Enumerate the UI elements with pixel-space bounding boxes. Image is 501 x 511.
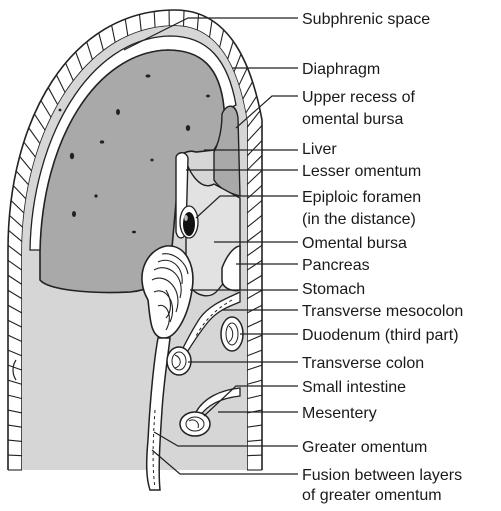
label-transverse-colon: Transverse colon xyxy=(302,355,424,372)
labels: Subphrenic space Diaphragm Upper recess … xyxy=(302,11,463,504)
label-pancreas: Pancreas xyxy=(302,257,370,274)
label-stomach: Stomach xyxy=(302,281,365,298)
diaphragm-hatch-tick xyxy=(8,455,22,456)
label-epiploic-1: Epiploic foramen xyxy=(302,189,421,206)
label-upper-recess-2: omental bursa xyxy=(302,111,403,128)
diaphragm-hatch-tick xyxy=(247,455,262,456)
label-diaphragm: Diaphragm xyxy=(302,61,380,78)
label-upper-recess-1: Upper recess of xyxy=(302,89,415,106)
label-greater-omentum: Greater omentum xyxy=(302,439,427,456)
label-epiploic-2: (in the distance) xyxy=(302,211,416,228)
label-small-intestine: Small intestine xyxy=(302,379,406,396)
small-intestine xyxy=(180,412,210,436)
label-duodenum: Duodenum (third part) xyxy=(302,327,459,344)
label-lesser-omentum: Lesser omentum xyxy=(302,163,421,180)
label-liver: Liver xyxy=(302,141,337,158)
label-fusion-1: Fusion between layers xyxy=(302,467,462,484)
transverse-colon xyxy=(167,347,191,375)
label-mesentery: Mesentery xyxy=(302,405,377,422)
label-subphrenic-space: Subphrenic space xyxy=(302,11,430,28)
label-fusion-2: of greater omentum xyxy=(302,487,442,504)
label-transverse-mesocolon: Transverse mesocolon xyxy=(302,303,463,320)
duodenum xyxy=(221,317,243,351)
label-omental-bursa: Omental bursa xyxy=(302,235,407,252)
epiploic-foramen xyxy=(180,206,198,238)
